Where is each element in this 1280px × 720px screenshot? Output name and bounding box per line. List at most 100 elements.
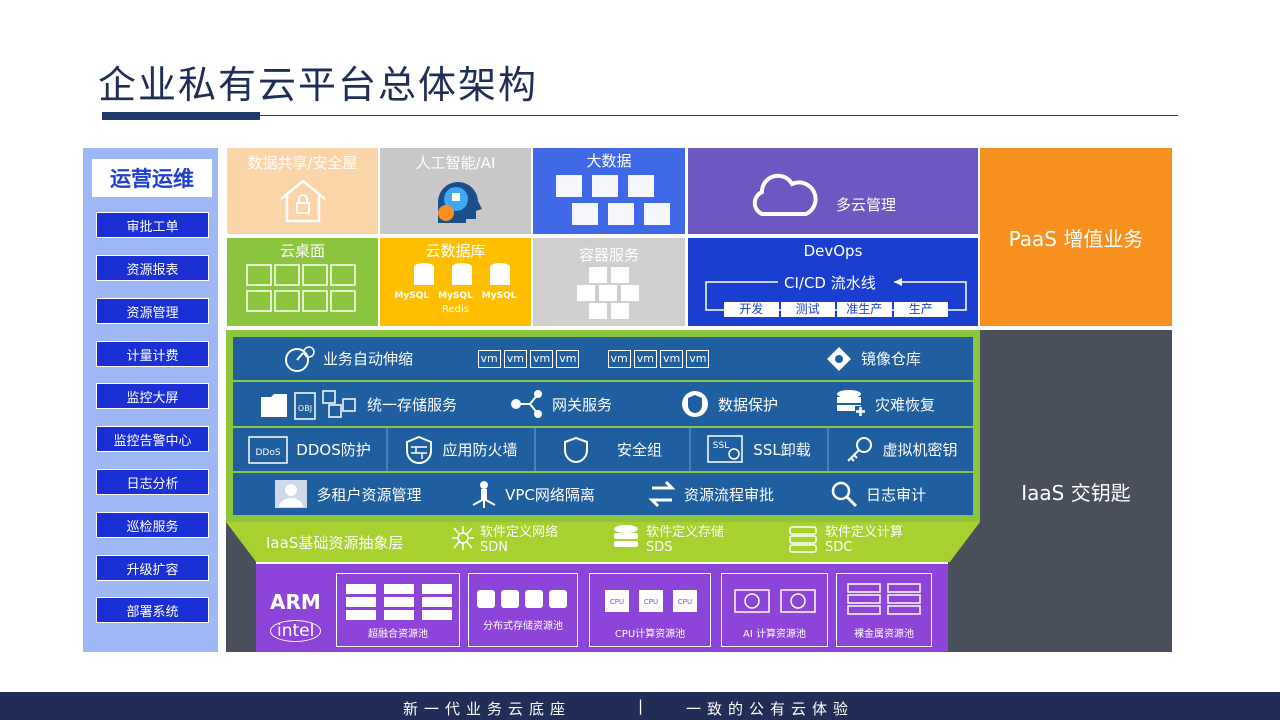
ops-item-resource[interactable]: 资源管理 — [96, 298, 209, 324]
svc-tenant[interactable]: 多租户资源管理 — [263, 473, 433, 515]
svc-flow-label: 资源流程审批 — [683, 485, 774, 504]
house-lock-icon — [279, 179, 326, 223]
svc-vkey[interactable]: 虚拟机密钥 — [829, 428, 973, 471]
pipeline-loop-icon — [705, 278, 967, 311]
storage-types-icon: OBJ — [260, 390, 356, 420]
svc-flow[interactable]: 资源流程审批 — [641, 473, 781, 515]
cpu-chips-icon: CPU CPU CPU — [605, 590, 697, 612]
redis-label: Redis — [442, 304, 469, 315]
pool-cpu[interactable]: CPU CPU CPU CPU计算资源池 — [589, 573, 711, 647]
footer-bar: 新一代业务云底座 | 一致的公有云体验 — [0, 692, 1280, 720]
vm-badge: vm — [477, 349, 501, 368]
svc-storage[interactable]: OBJ 统一存储服务 — [253, 382, 463, 426]
ai-head-icon — [437, 181, 482, 223]
sdn-abbr: SDN — [480, 540, 508, 555]
stage-test: 测试 — [780, 302, 835, 317]
svc-mirror-label: 镜像仓库 — [860, 350, 921, 368]
storage-units-icon — [477, 590, 567, 608]
svc-ssl[interactable]: SSL SSL卸载 — [691, 428, 829, 471]
vm-badge: vm — [556, 349, 580, 368]
svc-audit[interactable]: 日志审计 — [823, 473, 933, 515]
svc-gateway[interactable]: 网关服务 — [501, 382, 621, 426]
abstraction-layer — [226, 522, 980, 562]
ops-item-billing[interactable]: 计量计费 — [96, 341, 209, 367]
pool-baremetal-label: 裸金属资源池 — [854, 629, 914, 640]
ddos-icon-text: DDoS — [256, 448, 281, 458]
ops-item-report[interactable]: 资源报表 — [96, 255, 209, 281]
svc-waf-label: 应用防火墙 — [442, 441, 518, 459]
tile-ai[interactable]: 人工智能/AI — [380, 148, 531, 234]
tile-multicloud[interactable]: 多云管理 — [688, 148, 978, 234]
svc-tenant-label: 多租户资源管理 — [316, 485, 422, 504]
vm-badge: vm — [503, 349, 527, 368]
baremetal-servers-icon — [847, 583, 921, 615]
ops-item-alerts[interactable]: 监控告警中心 — [96, 426, 209, 452]
iaas-row-3: DDoS DDOS防护 应用防火墙 安全组 SSL SSL卸载 虚拟机密钥 — [233, 428, 973, 471]
pool-cpu-label: CPU计算资源池 — [614, 629, 686, 640]
tile-clouddb[interactable]: 云数据库 MySQL MySQL MySQL Redis — [380, 238, 531, 326]
svc-dr-label: 灾难恢复 — [874, 395, 935, 414]
pool-ai[interactable]: AI 计算资源池 — [721, 573, 828, 647]
tile-data-share-label: 数据共享/安全屋 — [247, 154, 358, 172]
svc-dr[interactable]: 灾难恢复 — [823, 382, 947, 426]
network-icon — [452, 526, 474, 550]
tile-devops[interactable]: DevOps CI/CD 流水线 开发 测试 准生产 生产 — [688, 238, 978, 326]
svc-ssl-label: SSL卸载 — [753, 441, 811, 459]
cicd-label: CI/CD 流水线 — [784, 274, 876, 292]
obj-text: OBJ — [298, 404, 312, 413]
svc-waf[interactable]: 应用防火墙 — [388, 428, 536, 471]
ops-item-upgrade[interactable]: 升级扩容 — [96, 555, 209, 581]
svc-ddos[interactable]: DDoS DDOS防护 — [233, 428, 388, 471]
iaas-side-label: IaaS 交钥匙 — [980, 330, 1172, 652]
tile-data-share[interactable]: 数据共享/安全屋 — [227, 148, 378, 234]
ops-item-approval[interactable]: 审批工单 — [96, 212, 209, 238]
ops-item-deploy[interactable]: 部署系统 — [96, 597, 209, 623]
sdc-abbr: SDC — [825, 540, 853, 555]
gauge-icon — [284, 345, 315, 372]
iaas-row-2: OBJ 统一存储服务 网关服务 数据保护 灾难恢复 — [233, 382, 973, 426]
pool-baremetal[interactable]: 裸金属资源池 — [836, 573, 932, 647]
tile-desktop[interactable]: 云桌面 — [227, 238, 378, 326]
pool-distributed-storage[interactable]: 分布式存储资源池 — [468, 573, 578, 647]
ops-item-inspection[interactable]: 巡检服务 — [96, 512, 209, 538]
svc-protect[interactable]: 数据保护 — [669, 382, 789, 426]
tile-container[interactable]: 容器服务 — [533, 238, 685, 326]
network-node-icon — [472, 481, 496, 508]
tile-bigdata[interactable]: 大数据 — [533, 148, 685, 234]
svc-secgroup[interactable]: 安全组 — [536, 428, 691, 471]
tile-multicloud-label: 多云管理 — [836, 196, 897, 214]
ops-item-dashboard[interactable]: 监控大屏 — [96, 383, 209, 409]
footer-left: 新一代业务云底座 — [403, 700, 572, 718]
pool-hyperconverged[interactable]: 超融合资源池 — [336, 573, 460, 647]
desktop-grid-icon — [245, 264, 356, 312]
vm-badge: vm — [530, 349, 554, 368]
pipeline-stages: 开发 测试 准生产 生产 — [724, 302, 948, 317]
sds-abbr: SDS — [646, 540, 673, 555]
search-icon — [831, 481, 858, 508]
svc-mirror[interactable]: 镜像仓库 — [813, 337, 933, 380]
ddos-window-icon: DDoS — [248, 435, 289, 464]
storage-disks-icon — [614, 525, 638, 547]
share-icon — [510, 390, 542, 418]
svc-vpc[interactable]: VPC网络隔离 — [463, 473, 603, 515]
users-icon — [275, 480, 308, 508]
tile-ai-label: 人工智能/AI — [415, 154, 496, 172]
ssl-icon-text: SSL — [713, 441, 729, 451]
ops-item-logs[interactable]: 日志分析 — [96, 469, 209, 495]
cpu-text: CPU — [610, 598, 624, 606]
gpu-cards-icon — [733, 589, 816, 613]
sdn-name: 软件定义网络 — [480, 525, 559, 540]
stage-dev: 开发 — [724, 302, 779, 317]
svc-protect-label: 数据保护 — [717, 395, 778, 414]
vm-badge: vm — [660, 349, 684, 368]
server-icon — [789, 526, 817, 553]
cpu-text: CPU — [678, 598, 692, 606]
vm-badge: vm — [633, 349, 657, 368]
svc-secgroup-label: 安全组 — [616, 441, 662, 459]
mysql-label-2: MySQL — [438, 291, 473, 301]
svc-autoscale[interactable]: 业务自动伸缩 — [263, 337, 433, 380]
